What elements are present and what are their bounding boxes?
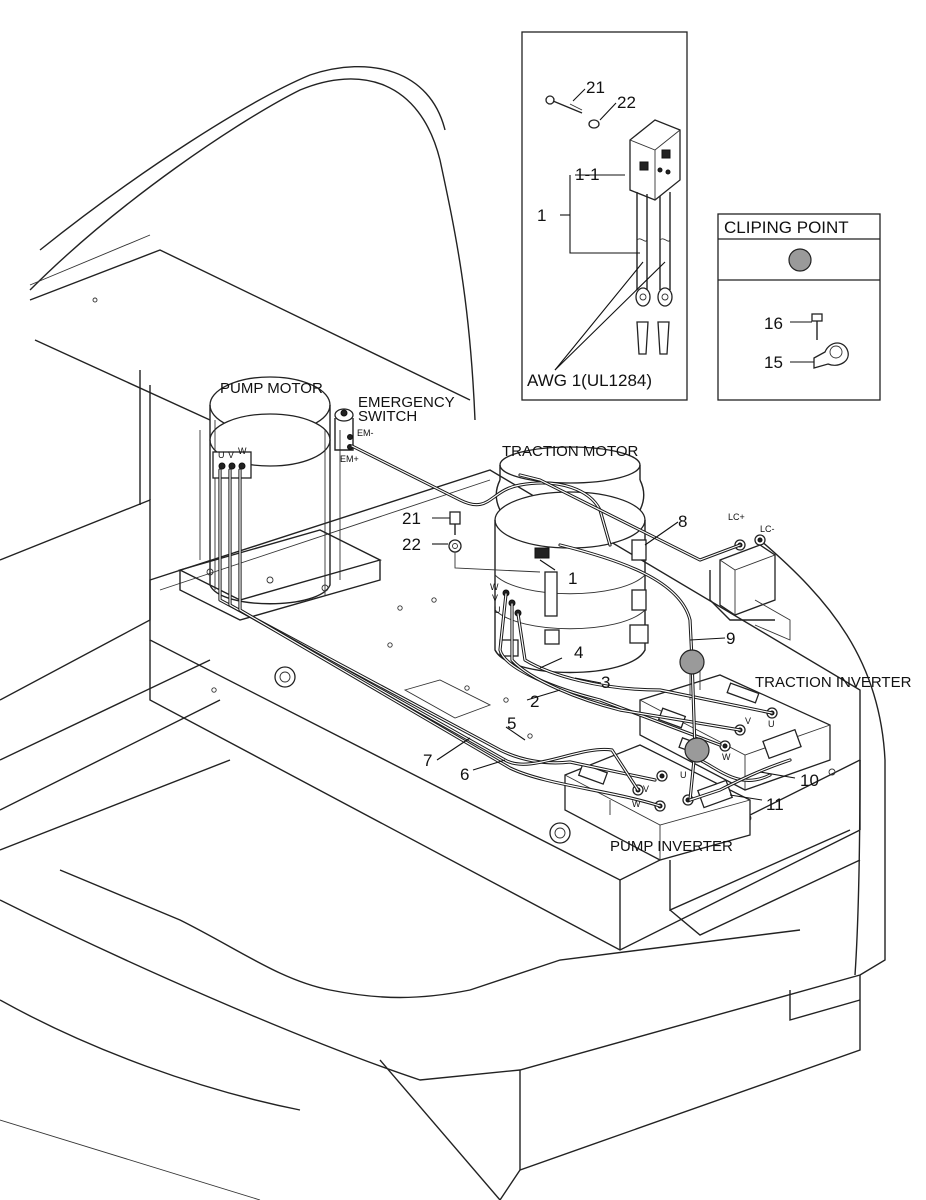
pump-inverter-label: PUMP INVERTER bbox=[610, 838, 733, 855]
traction-motor bbox=[494, 446, 649, 674]
inset-callout-1: 1 bbox=[537, 206, 546, 225]
traction-motor-terminal-v: V bbox=[492, 593, 498, 603]
cable-harness bbox=[218, 444, 792, 808]
callout-10: 10 bbox=[800, 771, 819, 790]
inset-callout-22: 22 bbox=[617, 93, 636, 112]
lc-minus-label: LC- bbox=[760, 524, 775, 534]
washer-22 bbox=[432, 539, 541, 573]
lc-plus-label: LC+ bbox=[728, 512, 745, 522]
callout-2: 2 bbox=[530, 692, 539, 711]
traction-inverter-terminal-u: U bbox=[768, 719, 775, 729]
callout-21: 21 bbox=[402, 509, 421, 528]
emergency-switch-label-line2: SWITCH bbox=[358, 408, 417, 425]
traction-inverter-terminal-v: V bbox=[745, 716, 751, 726]
pump-inverter-terminal-w: W bbox=[632, 799, 641, 809]
callout-11: 11 bbox=[766, 795, 784, 814]
emergency-switch bbox=[334, 408, 354, 451]
clip-point-marker bbox=[684, 737, 710, 763]
callout-22: 22 bbox=[402, 535, 421, 554]
inset-callout-21: 21 bbox=[586, 78, 605, 97]
pump-inverter-terminal-v: V bbox=[643, 784, 649, 794]
traction-inverter-label: TRACTION INVERTER bbox=[755, 674, 912, 691]
callout-9: 9 bbox=[726, 629, 735, 648]
pump-motor-terminal-u: U bbox=[218, 450, 225, 460]
inset-battery-cable bbox=[521, 31, 688, 401]
em-plus-label: EM+ bbox=[340, 454, 359, 464]
pump-motor-terminal-v: V bbox=[228, 450, 234, 460]
traction-motor-terminal-u: U bbox=[494, 605, 501, 615]
callout-6: 6 bbox=[460, 765, 469, 784]
traction-inverter-terminal-w: W bbox=[722, 752, 731, 762]
em-minus-label: EM- bbox=[357, 428, 374, 438]
pump-motor bbox=[178, 376, 382, 621]
awg-cable-spec: AWG 1(UL1284) bbox=[527, 371, 652, 390]
inset-callout-1-1: 1-1 bbox=[575, 165, 600, 184]
pump-motor-terminal-w: W bbox=[238, 446, 247, 456]
cliping-point-title: CLIPING POINT bbox=[724, 218, 849, 237]
callout-8: 8 bbox=[678, 512, 687, 531]
callout-3: 3 bbox=[601, 673, 610, 692]
pump-motor-label: PUMP MOTOR bbox=[220, 380, 323, 397]
callout-leaders bbox=[436, 521, 796, 801]
traction-motor-terminal-w: W bbox=[490, 582, 499, 592]
clip-callout-15: 15 bbox=[764, 353, 783, 372]
traction-motor-label: TRACTION MOTOR bbox=[502, 443, 639, 460]
clip-callout-16: 16 bbox=[764, 314, 783, 333]
emergency-switch-label-line1: EMERGENCY bbox=[358, 394, 455, 411]
pump-inverter-terminal-u: U bbox=[680, 770, 687, 780]
callout-1: 1 bbox=[568, 569, 577, 588]
clip-point-marker bbox=[679, 649, 705, 675]
callout-5: 5 bbox=[507, 714, 516, 733]
line-contactor bbox=[709, 534, 791, 641]
callout-4: 4 bbox=[574, 643, 583, 662]
callout-7: 7 bbox=[423, 751, 432, 770]
inset-cliping-point bbox=[717, 213, 881, 401]
bolt-21 bbox=[432, 511, 461, 535]
